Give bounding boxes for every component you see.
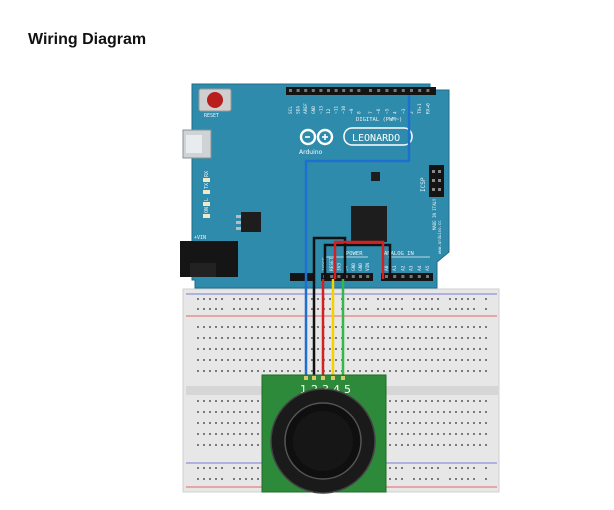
top-pin-label: ~11 [334, 106, 340, 114]
digital-header-left [286, 87, 366, 95]
top-pin-label: RX◂0 [425, 103, 431, 114]
status-led [203, 214, 210, 218]
bottom-pin-label: A1 [392, 265, 398, 271]
top-pin-label: GND [311, 106, 317, 114]
analog-label: ANALOG IN [384, 251, 414, 257]
top-pin-label: 8 [356, 111, 362, 114]
top-pin-label: ~6 [376, 108, 382, 114]
bottom-pin-label: RESET [329, 257, 335, 271]
joystick-module: 12345 [261, 374, 387, 494]
side-text: www.arduino.cc [437, 220, 442, 254]
bottom-pin-label: GND [358, 263, 364, 271]
led-label: RX [204, 171, 210, 177]
top-pin-label: ~10 [341, 106, 347, 114]
led-label: TX [204, 183, 210, 189]
bottom-pin-label: VIN [365, 263, 371, 271]
model-badge [343, 127, 413, 146]
vin-label: +VIN [194, 235, 206, 241]
module-pin [312, 376, 316, 380]
icsp-header [429, 165, 444, 197]
top-pin-label: SDA [296, 106, 302, 114]
bottom-pin-label: A5 [425, 265, 431, 271]
top-pin-label: SCL [288, 106, 294, 114]
module-pin-number: 5 [344, 383, 351, 396]
bottom-pin-label: 5V [344, 265, 350, 271]
top-pin-label: 12 [326, 108, 332, 114]
module-pin [341, 376, 345, 380]
made-in-text: MADE IN ITALY [432, 198, 437, 230]
module-pin [321, 376, 325, 380]
small-chip [371, 172, 380, 181]
status-led [203, 202, 210, 206]
bottom-pin-label: GND [351, 263, 357, 271]
analog-header [381, 273, 433, 281]
top-pin-label: 7 [368, 111, 374, 114]
status-led [203, 178, 210, 182]
top-pin-label: ~13 [318, 106, 324, 114]
voltage-regulator [241, 212, 261, 232]
top-pin-label: AREF [303, 103, 309, 114]
bottom-pin-label: A0 [384, 265, 390, 271]
top-pin-label: TX▸1 [417, 103, 423, 114]
microcontroller-chip [351, 206, 387, 242]
page-title: Wiring Diagram [28, 31, 147, 48]
wire-black-2 [323, 243, 392, 279]
arduino-infinity-logo [299, 128, 334, 146]
wire-blue [304, 95, 411, 376]
bottom-pin-label: 3V3 [336, 263, 342, 271]
module-pin [304, 376, 308, 380]
bottom-pin-label: A3 [409, 265, 415, 271]
wire-black [312, 236, 347, 376]
module-pin-number: 4 [333, 383, 340, 396]
led-label: ON [204, 207, 210, 213]
status-led [203, 190, 210, 194]
top-pin-label: ~3 [401, 108, 407, 114]
module-pin [331, 376, 335, 380]
reset-label: RESET [204, 113, 219, 119]
bottom-pin-label: A4 [417, 265, 423, 271]
model-label: LEONARDO [352, 133, 400, 144]
digital-header-right [366, 87, 436, 95]
digital-label: DIGITAL (PWM~) [356, 117, 402, 123]
wire-red [321, 240, 385, 376]
top-pin-label: 2 [409, 111, 415, 114]
brand-label: Arduino [299, 149, 323, 156]
reset-button[interactable] [198, 88, 232, 112]
bottom-pin-label: A2 [400, 265, 406, 271]
module-pin-number: 1 [300, 383, 307, 396]
power-label: POWER [346, 251, 363, 257]
icsp-label: ICSP [420, 177, 427, 192]
wires [304, 95, 411, 376]
led-label: L [204, 198, 210, 201]
top-pin-label: ~5 [384, 108, 390, 114]
top-pin-label: 4 [393, 111, 399, 114]
top-pin-label: ~9 [349, 108, 355, 114]
